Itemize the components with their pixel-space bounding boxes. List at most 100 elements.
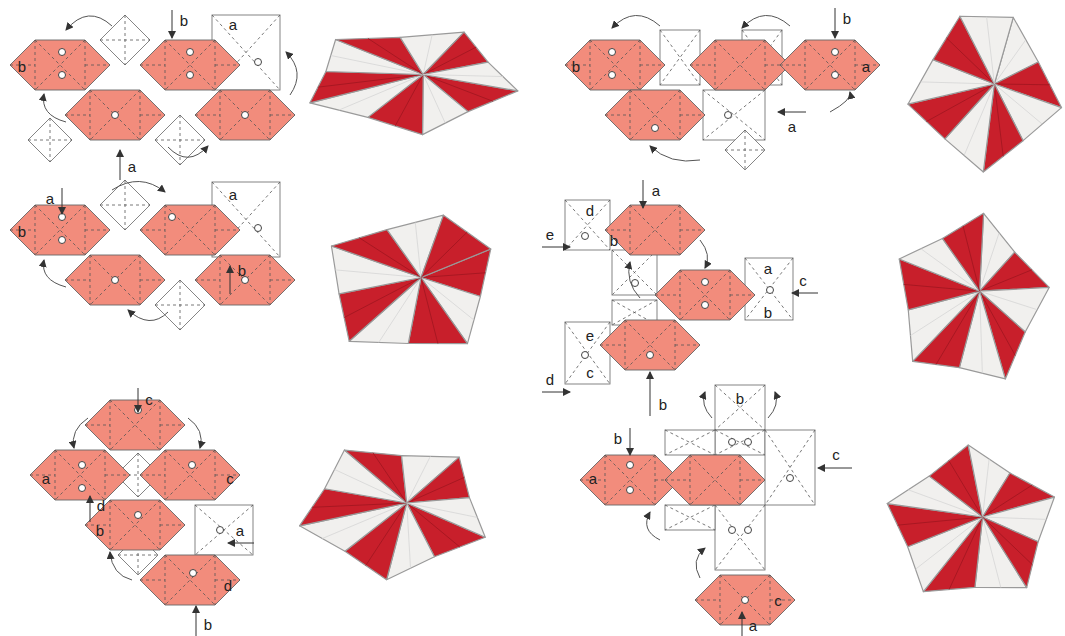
fold-arrow [43,94,66,122]
fold-label: d [224,578,232,593]
fold-line [90,90,140,140]
fold-label: b [204,617,212,632]
insert-arrow [650,372,651,416]
fold-line [138,453,139,497]
fold-line [612,250,657,295]
fold-label: b [843,11,851,26]
fold-line [270,280,295,281]
pin-hole [832,72,839,79]
model-photo [920,82,994,84]
pin-hole [169,214,176,221]
fold-line [770,600,795,601]
fold-arrow [43,260,66,287]
insert-arrow [792,293,818,294]
pin-hole [59,214,66,221]
fold-line [565,322,610,384]
pin-hole [112,277,119,284]
pin-hole [242,277,249,284]
fold-line [680,270,730,320]
fold-arrow [700,240,708,268]
white-panel [745,258,793,320]
fold-label: a [42,471,50,486]
fold-line [140,230,165,231]
fold-line [85,65,110,66]
pin-hole [582,233,589,240]
insert-arrow [835,8,836,38]
fold-line [745,258,793,320]
fold-line [215,65,240,66]
model-photo [423,75,468,135]
fold-line [715,40,765,90]
fold-line [35,205,85,255]
pin-hole [112,112,119,119]
fold-line [715,385,765,430]
fold-line [195,505,253,555]
fold-line [715,40,765,90]
model-photo [407,503,411,568]
fold-line [720,575,770,625]
fold-arrow [830,92,850,112]
pin-hole [632,280,639,287]
fold-line [660,30,700,85]
white-panel [765,430,815,505]
fold-line [220,255,270,305]
model-photo [980,270,1032,291]
white-panel [612,250,657,295]
fold-label: b [180,13,188,28]
pin-hole [187,49,194,56]
fold-line [630,90,680,140]
red-panel [665,455,765,505]
white-panel [715,430,765,455]
pin-hole [742,597,749,604]
fold-line [110,400,160,450]
fold-arrow [128,310,168,321]
insert-arrow [643,180,644,208]
fold-line [600,345,625,346]
fold-line [140,580,165,581]
model-photo [407,498,486,538]
pin-hole [702,279,709,286]
insert-arrow [742,612,743,636]
pin-hole [647,352,654,359]
red-panel [600,320,700,370]
fold-label: a [128,159,136,174]
white-panel [703,90,765,140]
fold-line [780,65,805,66]
fold-line [655,295,680,296]
fold-line [680,230,705,231]
fold-line [110,400,160,450]
fold-line [695,600,720,601]
fold-line [165,450,215,500]
fold-label: a [46,191,54,206]
fold-line [703,90,765,140]
red-panel [10,205,110,255]
white-panel [665,505,715,530]
fold-arrow [188,418,201,448]
fold-label: b [238,263,246,278]
model-photo [318,75,423,88]
fold-line [90,255,140,305]
fold-label: b [18,224,26,239]
white-panel [665,430,715,455]
fold-label: a [764,261,772,276]
red-panel [30,450,130,500]
fold-arrow [742,15,790,28]
fold-arrow [650,146,700,161]
fold-line [665,430,715,455]
pin-hole [135,512,142,519]
fold-line [745,258,793,320]
pin-hole [767,287,774,294]
fold-line [165,205,215,255]
fold-arrow [112,181,165,192]
fold-line [565,322,610,384]
white-panel [155,280,205,330]
fold-line [195,505,253,555]
fold-label: d [586,203,594,218]
fold-line [720,575,770,625]
fold-arrow [110,552,132,580]
fold-line [65,280,90,281]
red-panel [140,555,240,605]
fold-line [140,115,165,116]
